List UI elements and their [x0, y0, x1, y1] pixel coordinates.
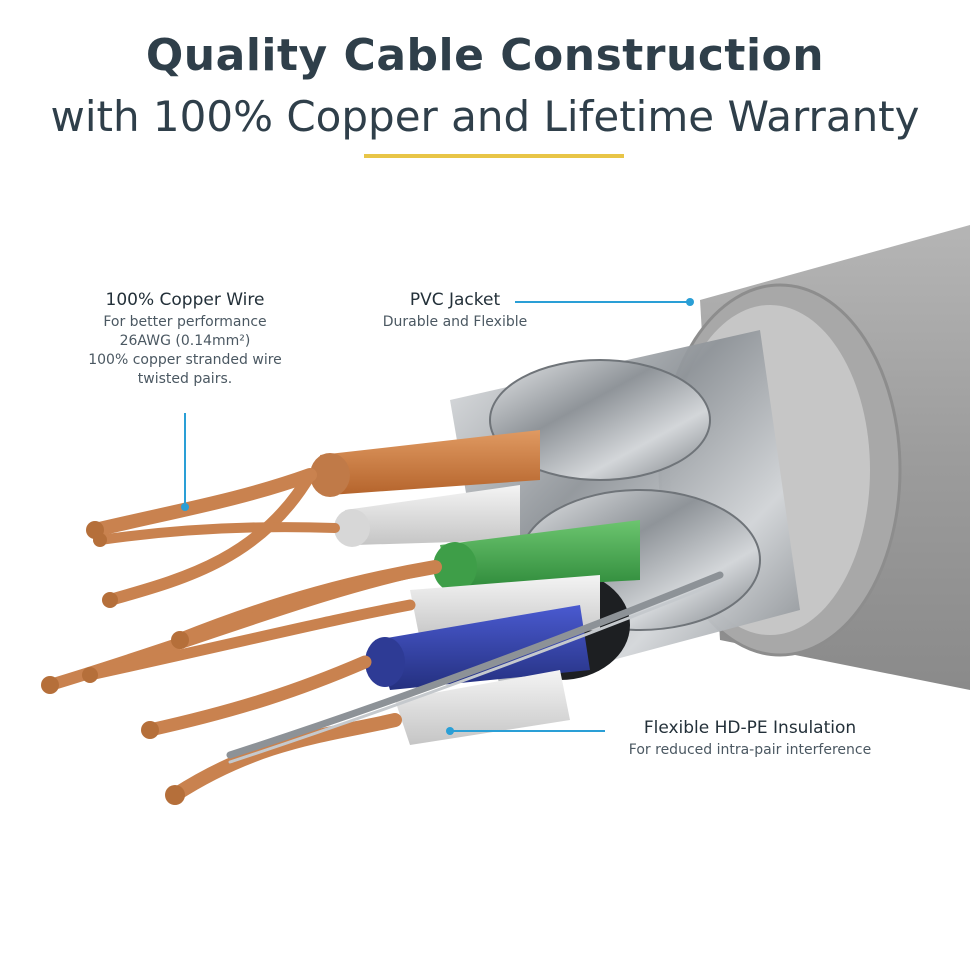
copper-wire-heading: 100% Copper Wire [105, 290, 265, 310]
hdpe-insulation-line-1: For reduced intra-pair interference [628, 742, 872, 758]
hdpe-insulation-heading: Flexible HD-PE Insulation [643, 718, 857, 738]
drain-wire [226, 571, 724, 764]
copper-wire-line-4: twisted pairs. [137, 371, 233, 387]
copper-strand-ends [41, 521, 189, 805]
copper-wire-line-3: 100% copper stranded wire [88, 352, 282, 368]
copper-wire-callout: 100% Copper Wire For better performance … [60, 290, 310, 389]
leader-lines [181, 298, 694, 735]
pvc-jacket-heading: PVC Jacket [409, 290, 501, 310]
page-title: Quality Cable Construction [145, 30, 825, 81]
title-underline [364, 154, 624, 158]
orange-pair [88, 430, 540, 606]
white-pair-lower [168, 670, 570, 802]
page-subtitle: with 100% Copper and Lifetime Warranty [50, 92, 920, 141]
white-pair [95, 485, 520, 547]
hdpe-insulation-callout: Flexible HD-PE Insulation For reduced in… [610, 718, 890, 760]
pvc-jacket-line-1: Durable and Flexible [382, 314, 528, 330]
blue-pair [143, 605, 590, 737]
pvc-jacket-callout: PVC Jacket Durable and Flexible [360, 290, 550, 332]
copper-wire-line-2: 26AWG (0.14mm²) [119, 333, 251, 349]
copper-wire-line-1: For better performance [103, 314, 267, 330]
